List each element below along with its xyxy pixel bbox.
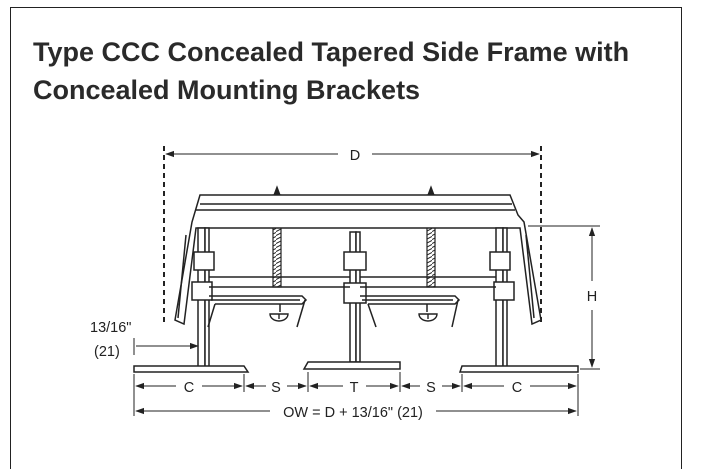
offset-dimension-mm-label: (21) — [94, 344, 120, 360]
concealed-mounting-brackets — [207, 295, 461, 328]
dimension-s-right-label: S — [426, 380, 436, 396]
dimension-c-right-label: C — [512, 380, 522, 396]
extension-lines — [133, 372, 579, 416]
offset-dimension-label: 13/16" — [90, 320, 131, 336]
dimension-s-left-label: S — [271, 380, 281, 396]
title-line-2: Concealed Mounting Brackets — [33, 75, 421, 105]
dimension-t-label: T — [350, 380, 359, 396]
dimension-d — [163, 146, 542, 325]
dimension-c-left-label: C — [184, 380, 194, 396]
dimension-ow-label: OW = D + 13/16" (21) — [283, 405, 423, 421]
title-line-1: Type CCC Concealed Tapered Side Frame wi… — [33, 37, 630, 67]
tee-members — [191, 227, 515, 369]
horizontal-members — [209, 276, 496, 288]
ceiling-flanges — [133, 361, 579, 373]
diagram-frame — [10, 7, 682, 469]
diagram-title: Type CCC Concealed Tapered Side Frame wi… — [33, 33, 673, 109]
dimension-h-label: H — [587, 289, 597, 305]
fasteners — [269, 313, 438, 322]
dimension-offset — [133, 338, 199, 355]
tapered-side-frame — [174, 194, 542, 326]
dimension-d-label: D — [350, 148, 360, 164]
dimension-h — [528, 225, 600, 370]
